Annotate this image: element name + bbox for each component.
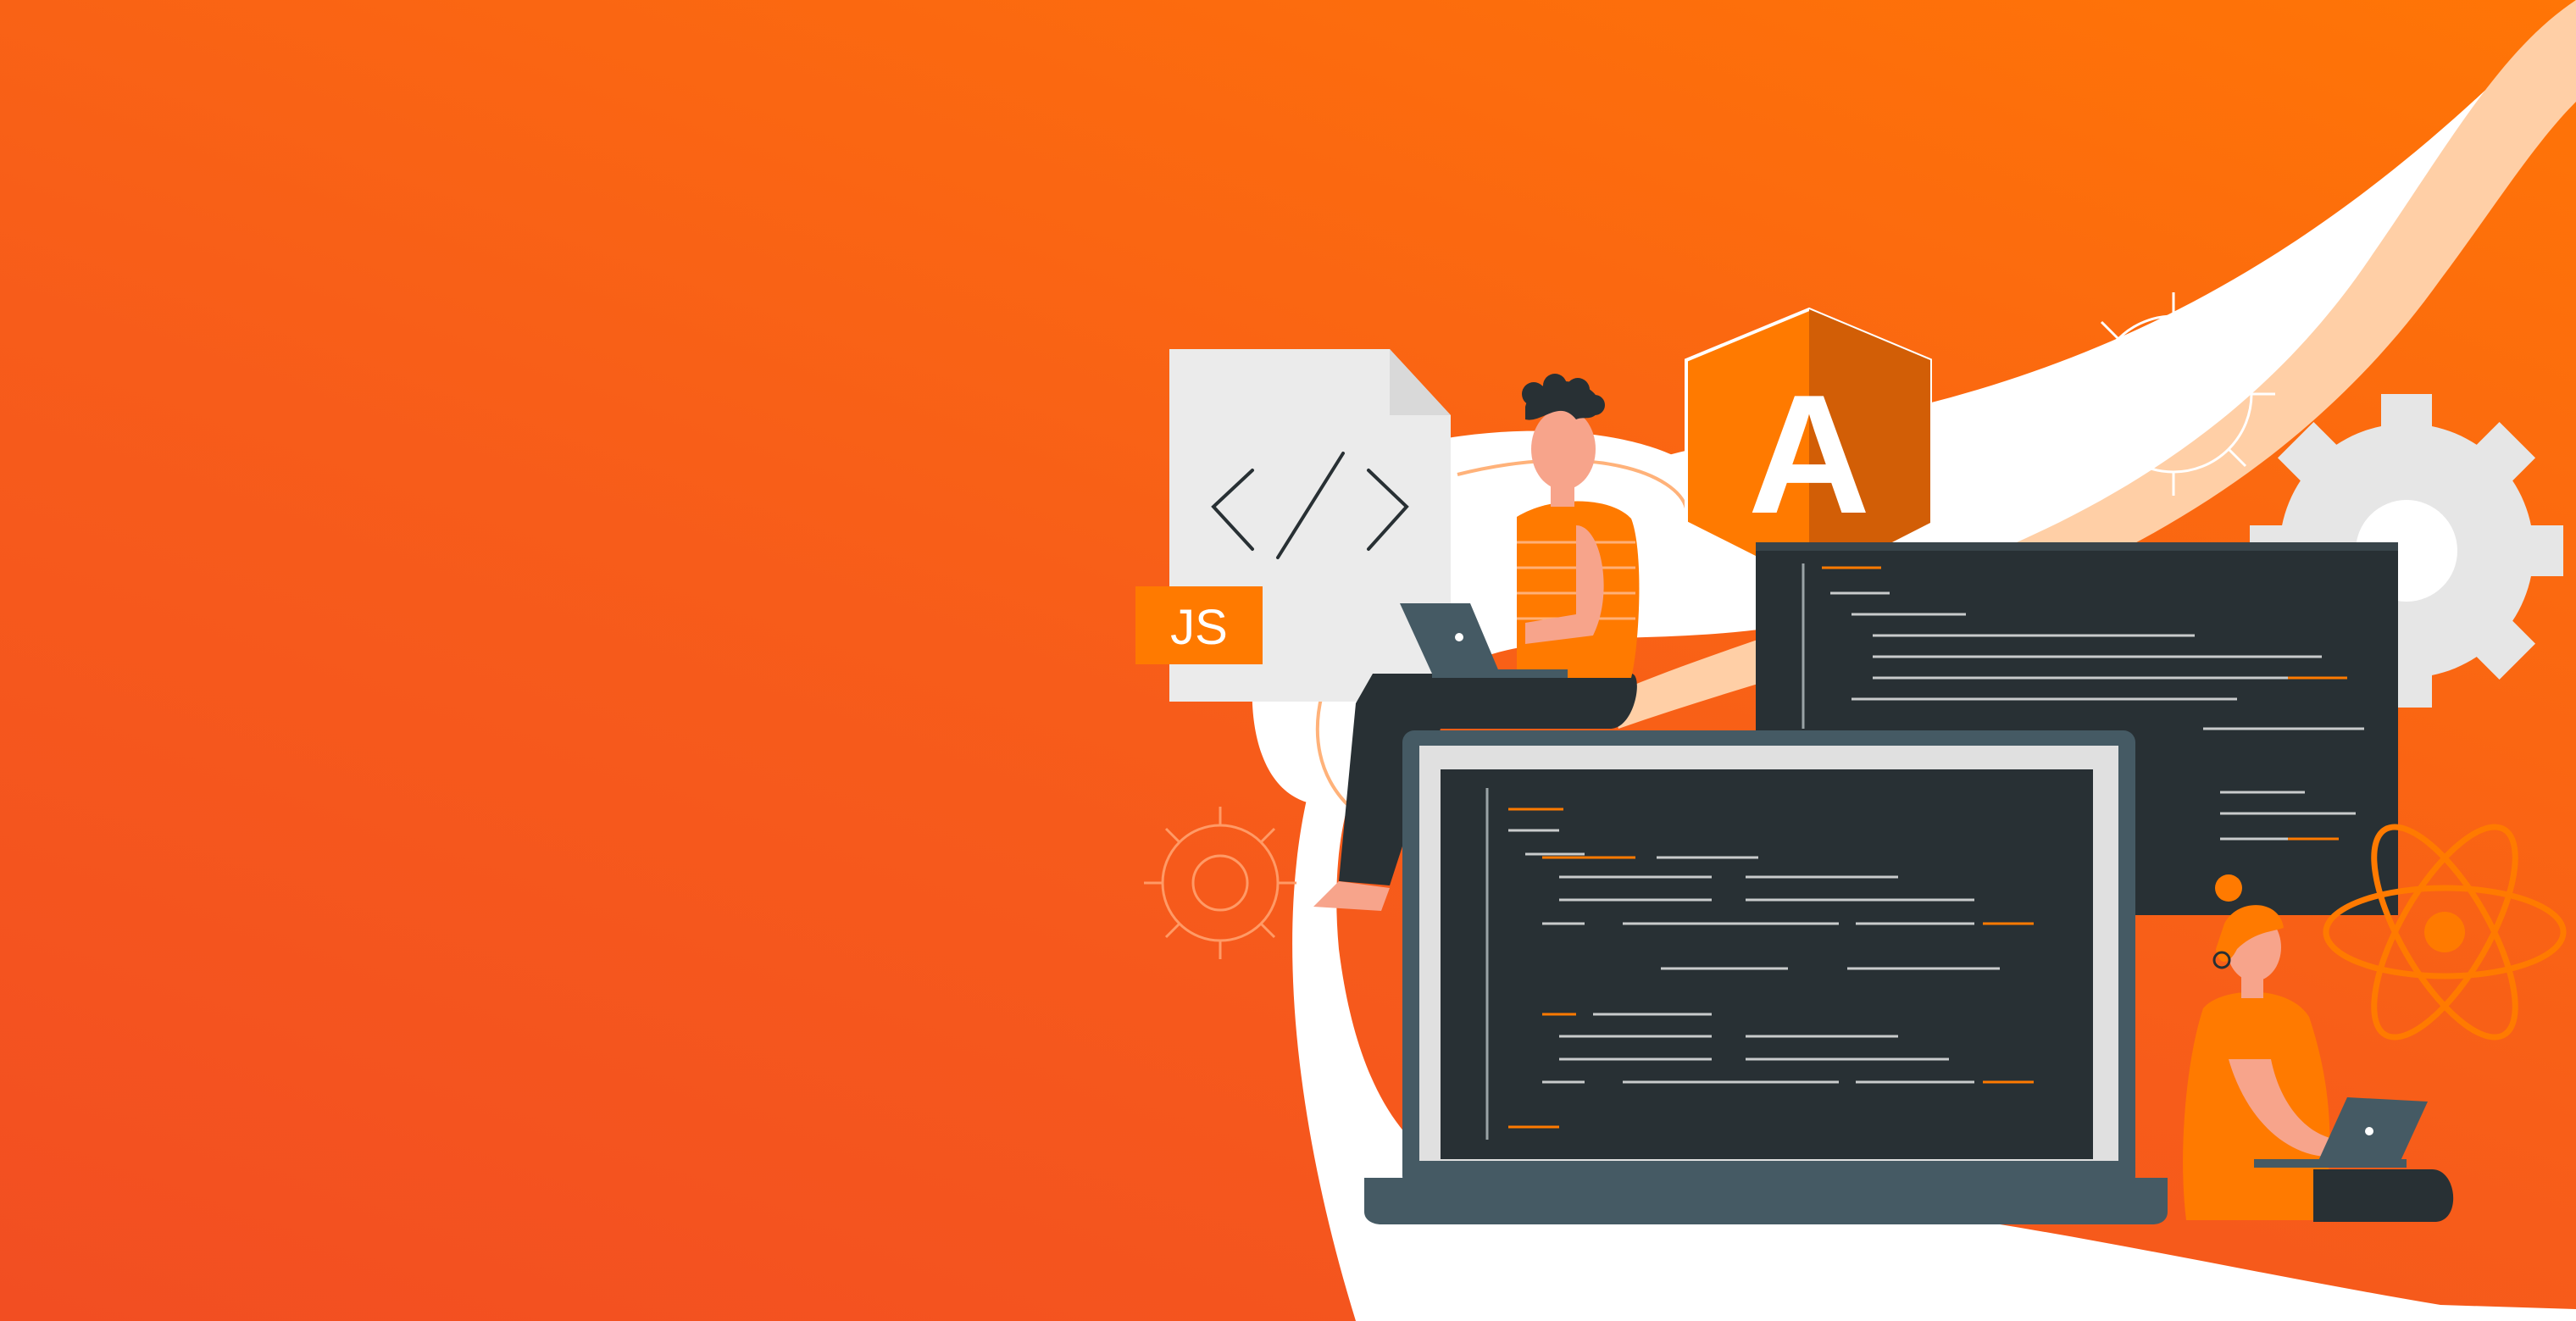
laptop-icon bbox=[1400, 603, 1568, 678]
laptop-icon bbox=[2254, 1097, 2428, 1168]
man-with-laptop-illustration bbox=[1313, 374, 1640, 911]
laptop-icon bbox=[1364, 730, 2168, 1224]
woman-with-laptop-illustration bbox=[2183, 874, 2454, 1222]
js-badge-label: JS bbox=[1170, 600, 1228, 655]
react-atom-icon bbox=[2323, 824, 2567, 1041]
white-wave-shape bbox=[1292, 0, 2576, 1321]
js-badge-icon: JS bbox=[1135, 586, 1263, 664]
gear-icon bbox=[2072, 292, 2275, 496]
gear-icon bbox=[1144, 807, 1296, 959]
angular-letter: A bbox=[1748, 360, 1870, 549]
angular-logo-icon: A bbox=[1685, 307, 1932, 587]
